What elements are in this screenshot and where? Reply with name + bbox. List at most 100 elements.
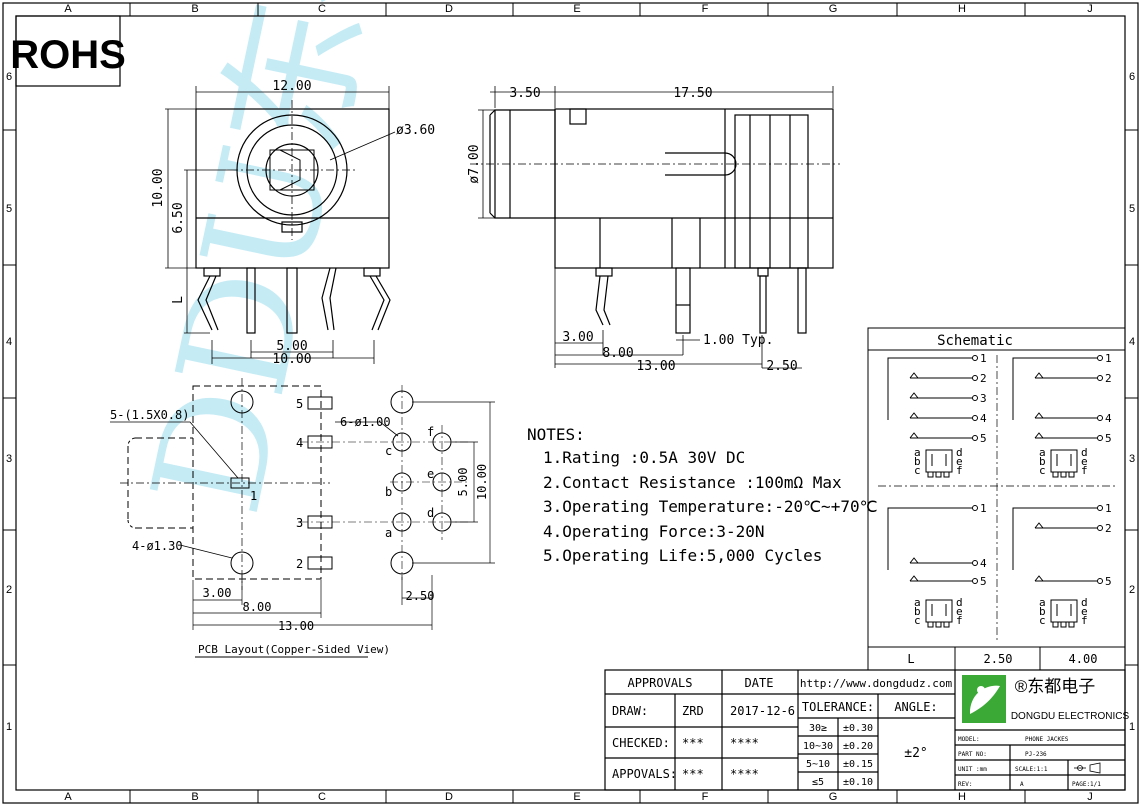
zone-col-top: A (64, 3, 72, 15)
schematic-letter: e (956, 605, 963, 618)
schematic-switch-pad (1068, 471, 1075, 478)
schematic-switch-pad (935, 471, 942, 478)
schematic-letter: b (1039, 605, 1046, 618)
schematic-letter: d (956, 446, 963, 459)
dim-side-8: 8.00 (602, 346, 633, 361)
schematic-pin-number: 1 (980, 502, 987, 515)
schematic-switch-pad (1060, 471, 1067, 478)
schematic-table-l: L (907, 652, 914, 666)
schematic-letter: f (1081, 614, 1088, 627)
zone-col-bottom: A (64, 791, 72, 803)
zone-row-left: 5 (6, 203, 12, 215)
zone-row-left: 4 (6, 336, 12, 348)
dim-pin-inner: 5.00 (276, 339, 307, 354)
side-view-labels: 3.50 17.50 ø7.00 3.00 8.00 13.00 1.00 Ty… (467, 86, 798, 374)
tb-draw: DRAW: (612, 704, 648, 718)
schematic-pin-number: 4 (1105, 412, 1112, 425)
schematic-letter: c (1039, 464, 1046, 477)
schematic-terminal (972, 435, 978, 441)
schematic-terminal (1097, 525, 1103, 531)
title-block (604, 669, 1126, 791)
schematic-switch-pad (935, 621, 942, 628)
schematic-letter: d (956, 596, 963, 609)
zone-col-bottom: C (318, 791, 326, 803)
schematic-contact (1034, 432, 1044, 439)
schematic-pin-number: 5 (980, 575, 987, 588)
pcb-letter-b: b (385, 485, 392, 499)
tb-appovals-name: *** (682, 767, 704, 781)
schematic-switch (931, 604, 947, 616)
tb-tol-r2-b: ±0.20 (843, 741, 873, 752)
tb-draw-date: 2017-12-6 (730, 704, 795, 718)
schematic-letter: c (914, 614, 921, 627)
schematic-terminal (1097, 505, 1103, 511)
schematic-terminal (1097, 355, 1103, 361)
zone-col-top: H (958, 3, 966, 15)
schematic-switch (1056, 604, 1072, 616)
logo-dot-icon (977, 686, 985, 694)
schematic-switch-pad (1060, 621, 1067, 628)
zone-col-bottom: G (829, 791, 838, 803)
pcb-letter-e: e (427, 467, 434, 481)
tb-date: DATE (745, 676, 774, 690)
pcb-labels: 5-(1.5X0.8) 6-ø1.00 4-ø1.30 1 5 4 3 2 c … (110, 397, 489, 656)
front-view-labels: 12.00 10.00 6.50 ø3.60 L 5.00 10.00 (151, 79, 435, 367)
schematic-labels: Schematic L 2.50 4.00 12345abcdef1245abc… (907, 333, 1112, 666)
tb-appovals: APPOVALS: (612, 767, 677, 781)
notes-title: NOTES: (527, 425, 585, 444)
tb-draw-name: ZRD (682, 704, 704, 718)
rohs-label: ROHS (10, 33, 126, 77)
zone-col-bottom: B (191, 791, 198, 803)
schematic-pin-number: 4 (980, 412, 987, 425)
zone-row-left: 2 (6, 584, 12, 596)
note-2: 2.Contact Resistance :100mΩ Max (543, 473, 842, 492)
schematic-terminal (1097, 415, 1103, 421)
schematic-terminal (1097, 578, 1103, 584)
schematic-pin-number: 2 (980, 372, 987, 385)
pcb-dim-2-5: 2.50 (406, 589, 435, 603)
schematic-letter: d (1081, 446, 1088, 459)
schematic-contact (909, 575, 919, 582)
zone-row-left: 3 (6, 453, 12, 465)
schematic-terminal (972, 375, 978, 381)
schematic-letter: b (1039, 455, 1046, 468)
dim-pin-length: L (171, 296, 186, 304)
pcb-dim-8: 8.00 (243, 600, 272, 614)
pcb-dim-13: 13.00 (278, 619, 314, 633)
schematic-contact (909, 412, 919, 419)
schematic-letter: f (956, 614, 963, 627)
zone-row-right: 4 (1129, 336, 1135, 348)
zone-col-top: E (573, 3, 580, 15)
schematic-letter: b (914, 605, 921, 618)
pcb-letter-d: d (427, 506, 434, 520)
zone-col-top: D (445, 3, 453, 15)
zone-col-top: C (318, 3, 326, 15)
schematic-terminal (972, 505, 978, 511)
tb-model-key: MODEL: (958, 736, 980, 743)
schematic-contact (909, 392, 919, 399)
dim-nose: 3.50 (509, 86, 540, 101)
zone-col-top: F (702, 3, 709, 15)
schematic-switch-pad (927, 621, 934, 628)
schematic-letter: d (1081, 596, 1088, 609)
schematic-pin-number: 2 (1105, 372, 1112, 385)
schematic-table-2-5: 2.50 (984, 652, 1013, 666)
side-view (470, 86, 840, 369)
pcb-pin-4: 4 (296, 436, 303, 450)
pcb-pin-3: 3 (296, 516, 303, 530)
schematic-switch-pad (1068, 621, 1075, 628)
schematic-contact (1034, 522, 1044, 529)
tb-scale: SCALE:1:1 (1015, 766, 1048, 773)
schematic-switch (931, 454, 947, 466)
pcb-pin1: 1 (250, 489, 257, 503)
notes: NOTES: 1.Rating :0.5A 30V DC 2.Contact R… (527, 425, 878, 565)
dim-height: 10.00 (151, 168, 166, 207)
tb-part-key: PART NO: (958, 751, 987, 758)
zone-row-right: 6 (1129, 71, 1135, 83)
logo (962, 675, 1006, 723)
zone-row-right: 5 (1129, 203, 1135, 215)
tb-checked: CHECKED: (612, 736, 670, 750)
pcb-letter-c: c (385, 444, 392, 458)
